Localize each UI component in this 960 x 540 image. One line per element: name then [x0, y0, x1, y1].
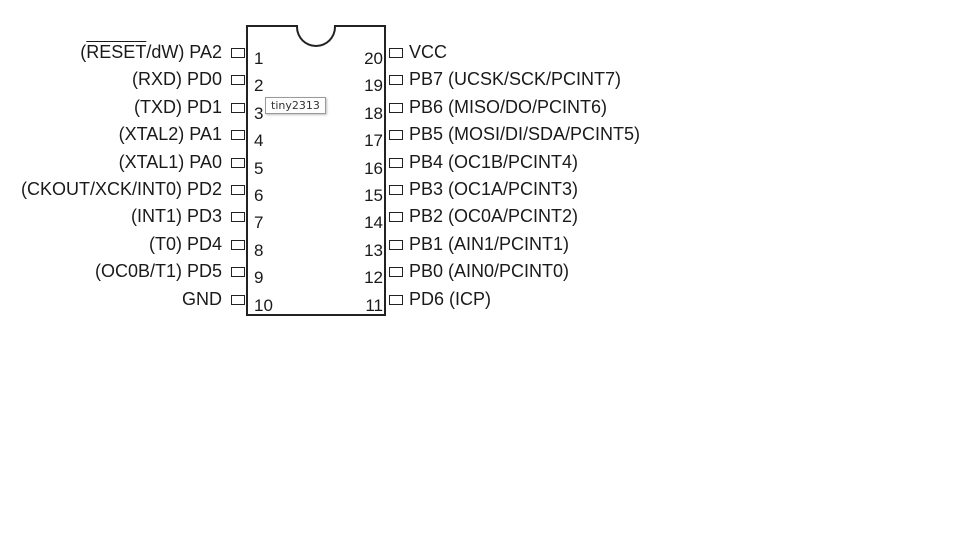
- pin-label-right: PB2 (OC0A/PCINT2): [409, 206, 579, 227]
- chip-tooltip: tiny2313: [265, 97, 326, 114]
- pin-stub-right: [389, 239, 403, 250]
- pin-label-left: (TXD) PD1: [133, 96, 222, 117]
- pin-label-right: PB6 (MISO/DO/PCINT6): [409, 96, 608, 117]
- pin-stub-right: [389, 185, 403, 195]
- pin-number: 6: [254, 186, 264, 205]
- pin-label-right: VCC: [409, 42, 448, 62]
- pin-stub-right: [389, 212, 403, 223]
- pin-stub-left: [231, 130, 245, 141]
- pin-number: 18: [364, 103, 383, 123]
- pin-number: 4: [254, 131, 264, 151]
- pin-stub-right: [389, 157, 403, 168]
- pin-number: 5: [254, 158, 264, 178]
- pin-label-suffix: /dW) PA2: [146, 42, 222, 62]
- pin-number: 9: [254, 268, 264, 288]
- pin-number: 20: [364, 49, 383, 68]
- pin-label-right: PB0 (AIN0/PCINT0): [409, 261, 570, 282]
- pin-stub-left: [231, 157, 245, 168]
- pin-label-left: (OC0B/T1) PD5: [94, 261, 222, 282]
- pin-label-left: (INT1) PD3: [130, 206, 222, 227]
- pin-label-right: PB3 (OC1A/PCINT3): [409, 179, 579, 199]
- pin-stub-left: [231, 212, 245, 223]
- pin-number: 12: [364, 268, 383, 288]
- pin-label-left: (XTAL2) PA1: [118, 124, 222, 145]
- pin-number: 11: [365, 295, 383, 315]
- pin-stub-right: [389, 267, 403, 278]
- pin-stub-right: [389, 130, 403, 141]
- pin-stub-right: [389, 294, 403, 305]
- pin-number: 14: [364, 213, 383, 233]
- pin-stub-left: [231, 75, 245, 86]
- pin-stub-right: [389, 48, 403, 58]
- chip-body: [246, 25, 386, 316]
- pin-label-right: PB4 (OC1B/PCINT4): [409, 151, 579, 172]
- pin-number: 3: [254, 103, 264, 123]
- pin-label-right: PB5 (MOSI/DI/SDA/PCINT5): [409, 124, 641, 145]
- pin-number: 1: [254, 49, 264, 68]
- pin-label-right: PB7 (UCSK/SCK/PCINT7): [409, 69, 622, 90]
- pin-label-prefix: (: [80, 42, 87, 62]
- pin-number: 13: [364, 240, 383, 260]
- pin-label-right: PD6 (ICP): [409, 288, 492, 309]
- pin-number: 10: [254, 295, 273, 315]
- pin-label-left: (T0) PD4: [148, 233, 222, 254]
- pin-stub-right: [389, 75, 403, 86]
- pin-stub-left: [231, 102, 245, 113]
- pin-number: 8: [254, 240, 264, 260]
- pin-stub-left: [231, 185, 245, 195]
- pin-label-left: (CKOUT/XCK/INT0) PD2: [20, 179, 222, 199]
- pin-label-left: GND: [182, 288, 222, 309]
- pin-stub-left: [231, 294, 245, 305]
- pin-label-left: (RXD) PD0: [131, 69, 222, 90]
- pin-stub-left: [231, 239, 245, 250]
- pin-number: 15: [364, 186, 383, 205]
- pin-stub-right: [389, 102, 403, 113]
- pin-label-left: (RESET/dW) PA2: [80, 42, 222, 62]
- pin-stub-left: [231, 267, 245, 278]
- pin-number: 16: [364, 158, 383, 178]
- pin-number: 2: [254, 76, 264, 96]
- pin-number: 7: [254, 213, 264, 233]
- pin-stub-left: [231, 48, 245, 58]
- pin-number: 17: [364, 131, 383, 151]
- pin-label-left: (XTAL1) PA0: [118, 151, 222, 172]
- pin-label-overline: RESET: [86, 42, 147, 62]
- pin-number: 19: [364, 76, 383, 96]
- pin-label-right: PB1 (AIN1/PCINT1): [409, 233, 570, 254]
